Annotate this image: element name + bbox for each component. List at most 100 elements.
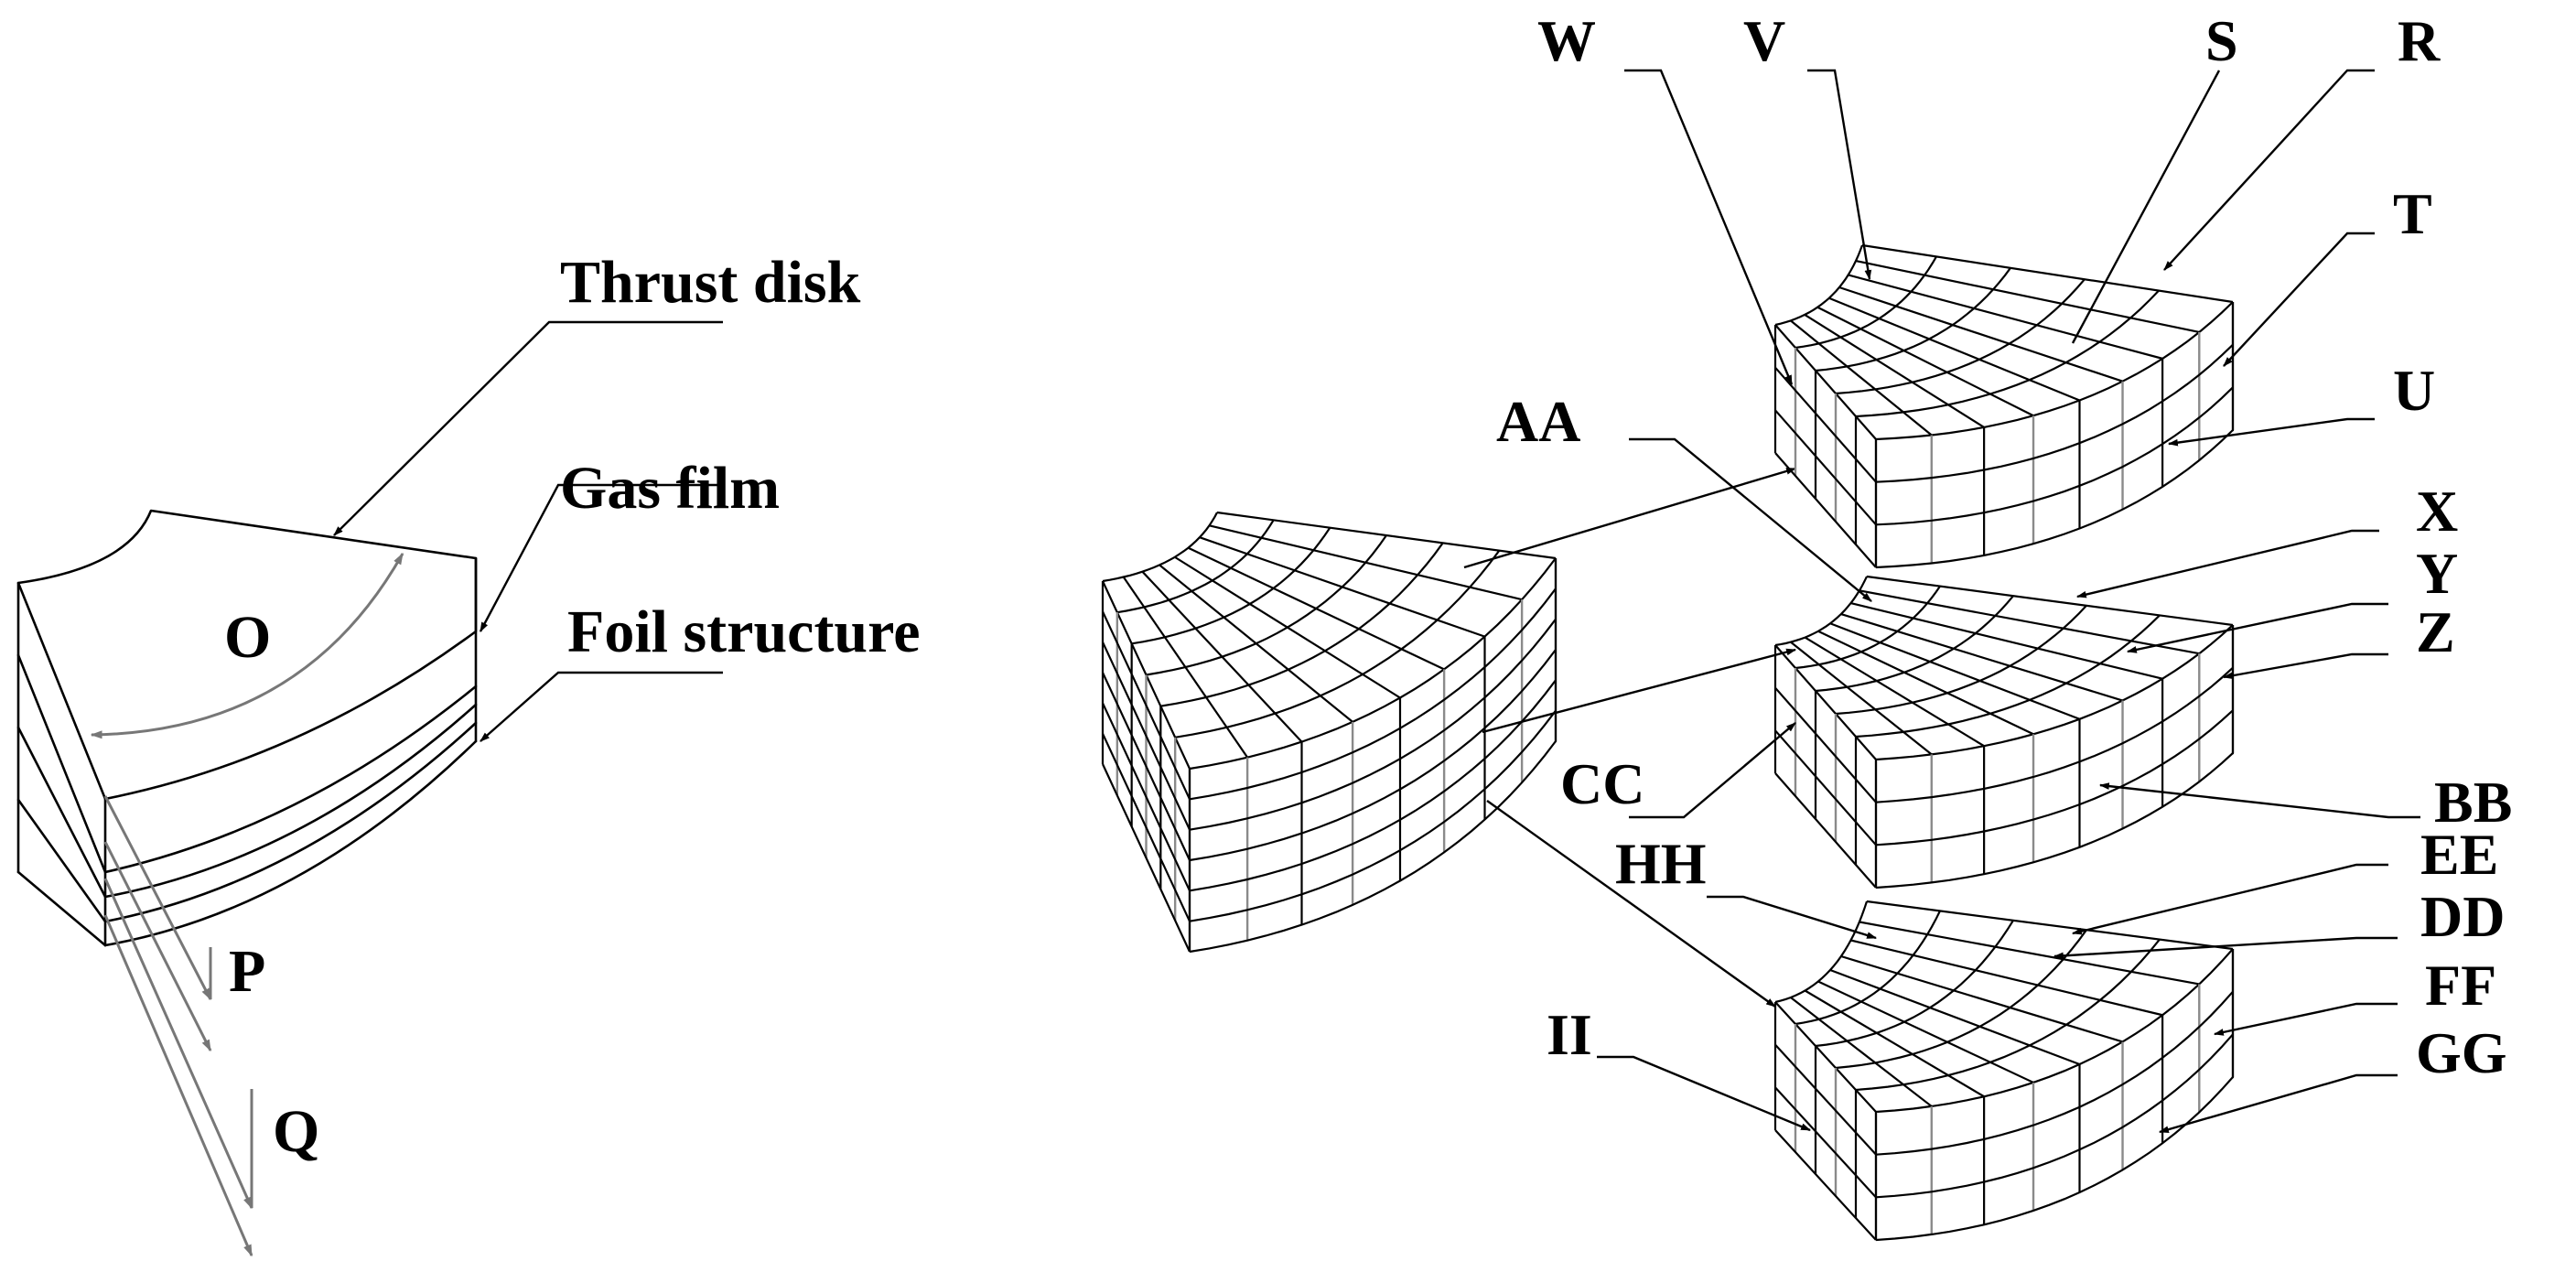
mesh-front-layer bbox=[1875, 1033, 2234, 1199]
mesh-side-layer bbox=[1774, 1086, 1877, 1199]
bb-leader bbox=[2098, 782, 2420, 819]
mesh-front-layer bbox=[1875, 386, 2234, 526]
label-bb: BB bbox=[2434, 770, 2512, 835]
v-leader bbox=[1807, 69, 1872, 281]
label-dd: DD bbox=[2420, 884, 2505, 949]
mesh-side-layer bbox=[1102, 672, 1191, 861]
q-arrow-1 bbox=[103, 878, 253, 1210]
mesh-side-layer bbox=[1774, 409, 1877, 526]
mesh-arc-line bbox=[1855, 614, 2161, 738]
mesh-radial-line bbox=[1840, 612, 2123, 702]
s-leader bbox=[2071, 70, 2221, 344]
y-leader bbox=[2126, 602, 2388, 653]
label-ff: FF bbox=[2425, 953, 2496, 1018]
mesh-radial-line bbox=[1848, 274, 2163, 360]
mesh-front-layer bbox=[1189, 619, 1557, 831]
mesh-arc-line bbox=[1102, 512, 1218, 583]
gg-leader bbox=[2158, 1073, 2398, 1134]
mesh-radial-line bbox=[1855, 260, 2200, 334]
label-gg: GG bbox=[2416, 1020, 2507, 1085]
x-leader bbox=[2075, 529, 2379, 598]
r-leader bbox=[2163, 69, 2375, 271]
mesh-radial-line bbox=[1774, 1001, 1877, 1113]
explode-arrow-bottom bbox=[1486, 800, 1776, 1008]
circumferential-arrow bbox=[90, 552, 404, 739]
mesh-arc-line bbox=[1815, 595, 2014, 693]
mesh-radial-line bbox=[1790, 641, 1933, 756]
mesh-radial-line bbox=[1774, 644, 1877, 760]
thrust-disk-leader bbox=[333, 320, 723, 536]
mesh-arc-line bbox=[1795, 910, 1941, 1026]
mesh-arc-line bbox=[1835, 929, 2087, 1070]
mesh-arc-line bbox=[1855, 938, 2161, 1092]
q-symbol: Q bbox=[273, 1098, 319, 1165]
mesh-front-layer bbox=[1875, 1076, 2234, 1242]
w-leader bbox=[1624, 69, 1794, 386]
label-ee: EE bbox=[2420, 822, 2498, 887]
top-part-mesh bbox=[1773, 243, 2235, 569]
p-symbol: P bbox=[229, 938, 265, 1005]
mesh-arc-line bbox=[1875, 301, 2234, 441]
label-w: W bbox=[1537, 8, 1596, 73]
ff-leader bbox=[2213, 1002, 2398, 1036]
mesh-arc-line bbox=[1815, 920, 2014, 1048]
mesh-radial-line bbox=[1840, 954, 2123, 1043]
mesh-front-layer bbox=[1189, 710, 1557, 922]
front-face-bottom bbox=[103, 739, 478, 947]
mesh-radial-line bbox=[1850, 939, 2163, 1017]
p-arrow-1 bbox=[103, 795, 212, 1001]
mesh-arc-line bbox=[1875, 624, 2234, 761]
mesh-radial-line bbox=[1817, 630, 2034, 736]
circumferential-symbol: O bbox=[224, 604, 271, 671]
label-v: V bbox=[1743, 8, 1785, 73]
combined-mesh-model bbox=[1101, 467, 1797, 1008]
bottom-part-mesh bbox=[1773, 900, 2235, 1242]
front-face-layer-line-3 bbox=[103, 721, 478, 923]
u-leader bbox=[2167, 417, 2375, 447]
label-r: R bbox=[2398, 8, 2441, 73]
mesh-front-layer bbox=[1189, 649, 1557, 862]
mesh-front-layer bbox=[1189, 740, 1557, 954]
hh-leader bbox=[1707, 895, 1878, 940]
label-u: U bbox=[2393, 358, 2435, 423]
mesh-side-layer bbox=[1774, 1043, 1877, 1156]
mesh-radial-line bbox=[1866, 900, 2234, 951]
mesh-side-layer bbox=[1102, 641, 1191, 831]
mesh-front-layer bbox=[1189, 587, 1557, 801]
mesh-side-layer bbox=[1774, 452, 1877, 568]
mesh-front-layer bbox=[1875, 990, 2234, 1156]
mesh-side-layer bbox=[1774, 772, 1877, 889]
gas-film-label: Gas film bbox=[560, 455, 780, 522]
mesh-side-layer bbox=[1102, 763, 1191, 953]
label-z: Z bbox=[2416, 599, 2455, 664]
mesh-arc-line bbox=[1795, 585, 1941, 670]
mesh-side-layer bbox=[1102, 733, 1191, 922]
label-x: X bbox=[2416, 479, 2458, 544]
mesh-radial-line bbox=[1866, 575, 2234, 627]
label-y: Y bbox=[2416, 541, 2458, 606]
mesh-arc-line bbox=[1146, 534, 1387, 676]
foil-structure-label: Foil structure bbox=[567, 598, 921, 665]
p-arrow-2 bbox=[103, 841, 212, 1052]
front-face-layer-line-1 bbox=[103, 685, 478, 874]
mesh-arc-line bbox=[1774, 244, 1864, 327]
gas-film-leader bbox=[479, 483, 723, 632]
mesh-arc-line bbox=[1835, 278, 2086, 395]
mesh-radial-line bbox=[1861, 243, 2234, 304]
mesh-arc-line bbox=[1175, 550, 1501, 738]
explode-arrow-top bbox=[1463, 467, 1797, 569]
mesh-front-layer bbox=[1875, 343, 2234, 483]
mesh-radial-line bbox=[1850, 601, 2163, 680]
mesh-radial-line bbox=[1817, 980, 2034, 1083]
dd-leader bbox=[2053, 936, 2398, 960]
left-face-layer-line-3 bbox=[16, 798, 107, 923]
mesh-arc-line bbox=[1795, 255, 1937, 350]
label-ii: II bbox=[1547, 1002, 1592, 1067]
exploded-mesh-parts: W V S R T U AA X Y Z CC BB HH EE DD FF I… bbox=[1496, 8, 2512, 1242]
mesh-front-layer bbox=[1875, 752, 2234, 889]
label-t: T bbox=[2393, 181, 2432, 246]
mesh-radial-line bbox=[1790, 997, 1933, 1107]
mesh-radial-line bbox=[1838, 286, 2123, 383]
mesh-arc-line bbox=[1116, 519, 1275, 614]
